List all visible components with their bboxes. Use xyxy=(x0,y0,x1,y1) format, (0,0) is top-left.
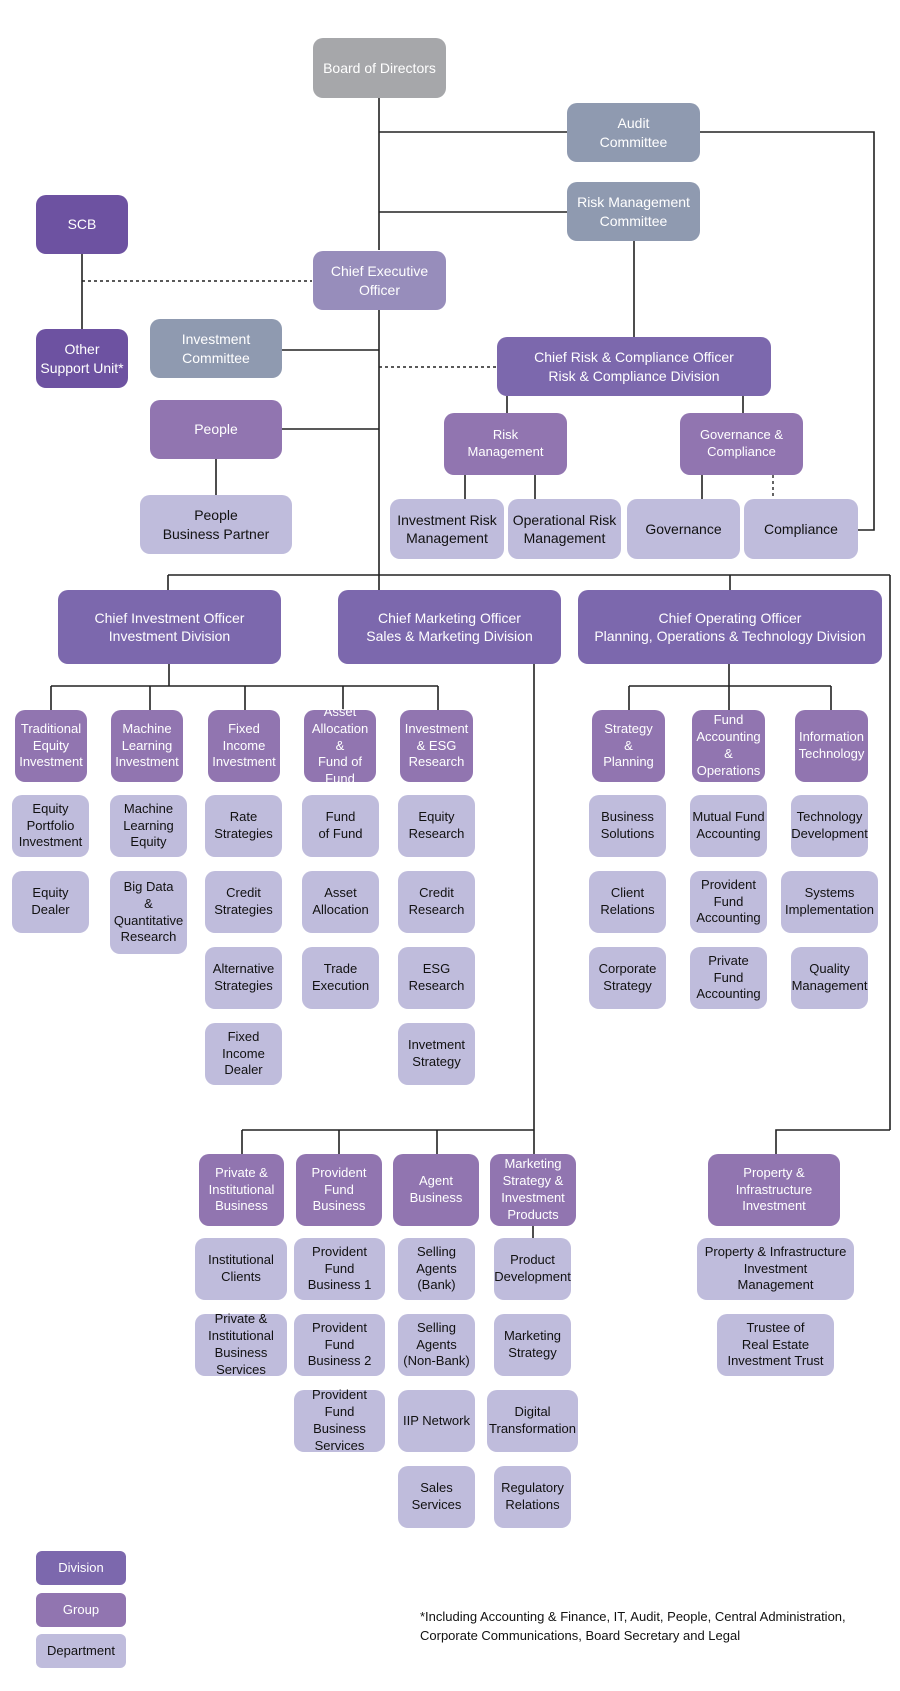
group-risk-management: Risk Management xyxy=(444,413,567,475)
group-private-institutional-business: Private & Institutional Business xyxy=(199,1154,284,1226)
group-information-technology: Information Technology xyxy=(795,710,868,782)
legend-department: Department xyxy=(36,1634,126,1668)
scb: SCB xyxy=(36,195,128,254)
connector xyxy=(775,1129,890,1154)
dept-product-development: Product Development xyxy=(494,1238,571,1300)
people-business-partner: People Business Partner xyxy=(140,495,292,554)
dept-quality-management: Quality Management xyxy=(791,947,868,1009)
audit-committee: Audit Committee xyxy=(567,103,700,162)
dept-compliance: Compliance xyxy=(744,499,858,559)
dept-asset-allocation: Asset Allocation xyxy=(302,871,379,933)
dept-technology-development: Technology Development xyxy=(791,795,868,857)
dept-esg-research: ESG Research xyxy=(398,947,475,1009)
group-provident-fund-business: Provident Fund Business xyxy=(296,1154,382,1226)
dept-marketing-strategy: Marketing Strategy xyxy=(494,1314,571,1376)
group-fund-accounting-operations: Fund Accounting & Operations xyxy=(692,710,765,782)
dept-corporate-strategy: Corporate Strategy xyxy=(589,947,666,1009)
dept-institutional-clients: Institutional Clients xyxy=(195,1238,287,1300)
dept-equity-dealer: Equity Dealer xyxy=(12,871,89,933)
group-investment-esg-research: Investment & ESG Research xyxy=(400,710,473,782)
dept-equity-portfolio-investment: Equity Portfolio Investment xyxy=(12,795,89,857)
dept-rate-strategies: Rate Strategies xyxy=(205,795,282,857)
dept-provident-fund-business-services: Provident Fund Business Services xyxy=(294,1387,385,1453)
group-governance-compliance: Governance & Compliance xyxy=(680,413,803,475)
legend-division: Division xyxy=(36,1551,126,1585)
marketing-division: Chief Marketing Officer Sales & Marketin… xyxy=(338,590,561,664)
dept-iip-network: IIP Network xyxy=(398,1390,475,1452)
dept-credit-strategies: Credit Strategies xyxy=(205,871,282,933)
other-support-unit: Other Support Unit* xyxy=(36,329,128,388)
group-agent-business: Agent Business xyxy=(393,1154,479,1226)
dept-selling-agents-non-bank: Selling Agents (Non-Bank) xyxy=(398,1314,475,1376)
dept-sales-services: Sales Services xyxy=(398,1466,475,1528)
dept-digital-transformation: Digital Transformation xyxy=(487,1390,578,1452)
risk-compliance-division: Chief Risk & Compliance Officer Risk & C… xyxy=(497,337,771,396)
dept-governance: Governance xyxy=(627,499,740,559)
dept-trustee-reit: Trustee of Real Estate Investment Trust xyxy=(717,1314,834,1376)
investment-division: Chief Investment Officer Investment Divi… xyxy=(58,590,281,664)
dept-provident-fund-business-2: Provident Fund Business 2 xyxy=(294,1314,385,1376)
board-of-directors: Board of Directors xyxy=(313,38,446,98)
group-traditional-equity: Traditional Equity Investment xyxy=(15,710,87,782)
dept-private-fund-accounting: Private Fund Accounting xyxy=(690,947,767,1009)
dept-regulatory-relations: Regulatory Relations xyxy=(494,1466,571,1528)
dept-selling-agents-bank: Selling Agents (Bank) xyxy=(398,1238,475,1300)
dept-machine-learning-equity: Machine Learning Equity xyxy=(110,795,187,857)
dept-provident-fund-accounting: Provident Fund Accounting xyxy=(690,871,767,933)
group-property-infrastructure: Property & Infrastructure Investment xyxy=(708,1154,840,1226)
dept-private-institutional-services: Private & Institutional Business Service… xyxy=(195,1311,287,1377)
group-strategy-planning: Strategy & Planning xyxy=(592,710,665,782)
dept-fund-of-fund: Fund of Fund xyxy=(302,795,379,857)
group-machine-learning: Machine Learning Investment xyxy=(111,710,183,782)
connector xyxy=(700,131,875,531)
dept-operational-risk-management: Operational Risk Management xyxy=(508,499,621,559)
dept-mutual-fund-accounting: Mutual Fund Accounting xyxy=(690,795,767,857)
investment-committee: Investment Committee xyxy=(150,319,282,378)
dept-trade-execution: Trade Execution xyxy=(302,947,379,1009)
dept-property-infrastructure-management: Property & Infrastructure Investment Man… xyxy=(697,1238,854,1300)
dept-client-relations: Client Relations xyxy=(589,871,666,933)
dept-credit-research: Credit Research xyxy=(398,871,475,933)
legend-group: Group xyxy=(36,1593,126,1627)
dept-systems-implementation: Systems Implementation xyxy=(781,871,878,933)
dept-fixed-income-dealer: Fixed Income Dealer xyxy=(205,1023,282,1085)
dept-equity-research: Equity Research xyxy=(398,795,475,857)
footnote: *Including Accounting & Finance, IT, Aud… xyxy=(420,1609,846,1643)
dept-investment-risk-management: Investment Risk Management xyxy=(390,499,504,559)
group-marketing-strategy-products: Marketing Strategy & Investment Products xyxy=(490,1154,576,1226)
dept-provident-fund-business-1: Provident Fund Business 1 xyxy=(294,1238,385,1300)
people-group: People xyxy=(150,400,282,459)
operations-division: Chief Operating Officer Planning, Operat… xyxy=(578,590,882,664)
chief-executive-officer: Chief Executive Officer xyxy=(313,251,446,310)
dept-investment-strategy: Invetment Strategy xyxy=(398,1023,475,1085)
group-fixed-income: Fixed Income Investment xyxy=(208,710,280,782)
group-asset-allocation: Asset Allocation & Fund of Fund xyxy=(304,704,376,786)
dept-business-solutions: Business Solutions xyxy=(589,795,666,857)
dept-big-data-quant-research: Big Data & Quantitative Research xyxy=(110,871,187,954)
dept-alternative-strategies: Alternative Strategies xyxy=(205,947,282,1009)
risk-management-committee: Risk Management Committee xyxy=(567,182,700,241)
